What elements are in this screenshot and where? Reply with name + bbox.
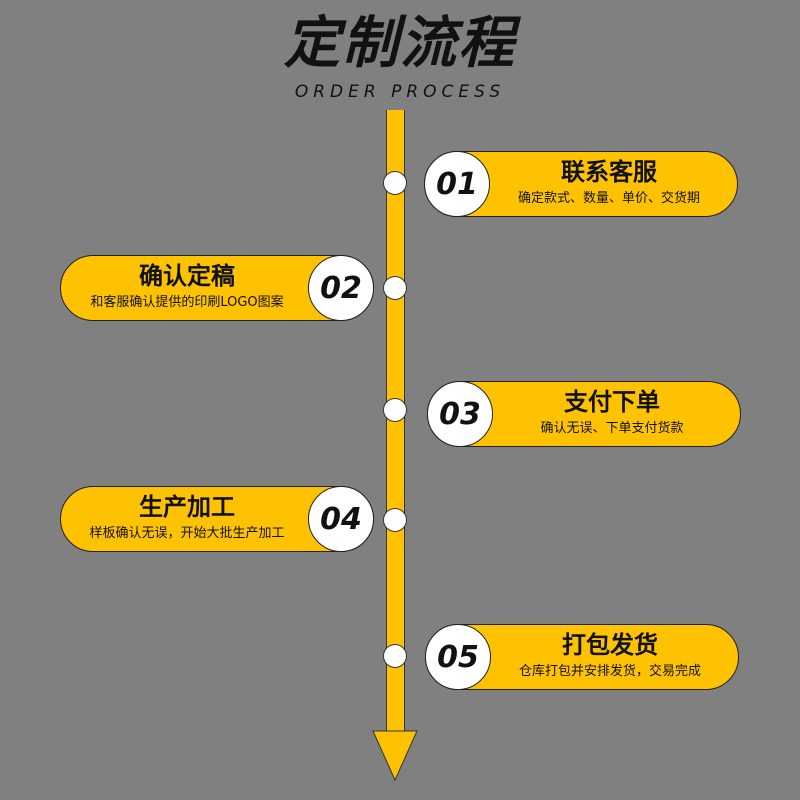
page-subtitle: ORDER PROCESS [294, 82, 506, 102]
step-description: 和客服确认提供的印刷LOGO图案 [90, 295, 284, 310]
process-step-04: 生产加工 样板确认无误，开始大批生产加工 04 [60, 486, 374, 552]
step-title: 生产加工 [139, 493, 235, 521]
timeline-dot-2 [383, 276, 407, 300]
step-number-badge: 02 [308, 255, 374, 321]
step-description: 确认无误、下单支付货款 [540, 421, 684, 436]
step-number-badge: 05 [425, 624, 491, 690]
step-description: 仓库打包并安排发货，交易完成 [518, 664, 701, 679]
step-number-badge: 04 [308, 486, 374, 552]
timeline-dot-3 [383, 398, 407, 422]
step-description: 样板确认无误，开始大批生产加工 [89, 526, 285, 541]
timeline-dot-1 [383, 171, 407, 195]
step-description: 确定款式、数量、单价、交货期 [517, 191, 700, 206]
step-title: 打包发货 [562, 631, 658, 659]
step-number-badge: 03 [427, 381, 493, 447]
arrow-down-icon [372, 730, 418, 782]
step-title: 支付下单 [564, 388, 660, 416]
step-title: 确认定稿 [139, 262, 235, 290]
timeline-axis [386, 110, 405, 734]
process-step-05: 05 打包发货 仓库打包并安排发货，交易完成 [425, 624, 739, 690]
process-step-01: 01 联系客服 确定款式、数量、单价、交货期 [424, 151, 738, 217]
timeline-dot-5 [383, 644, 407, 668]
process-step-03: 03 支付下单 确认无误、下单支付货款 [427, 381, 741, 447]
step-title: 联系客服 [561, 158, 657, 186]
page-title: 定制流程 [284, 11, 516, 76]
step-number-badge: 01 [424, 151, 490, 217]
process-step-02: 确认定稿 和客服确认提供的印刷LOGO图案 02 [60, 255, 374, 321]
timeline-dot-4 [383, 508, 407, 532]
